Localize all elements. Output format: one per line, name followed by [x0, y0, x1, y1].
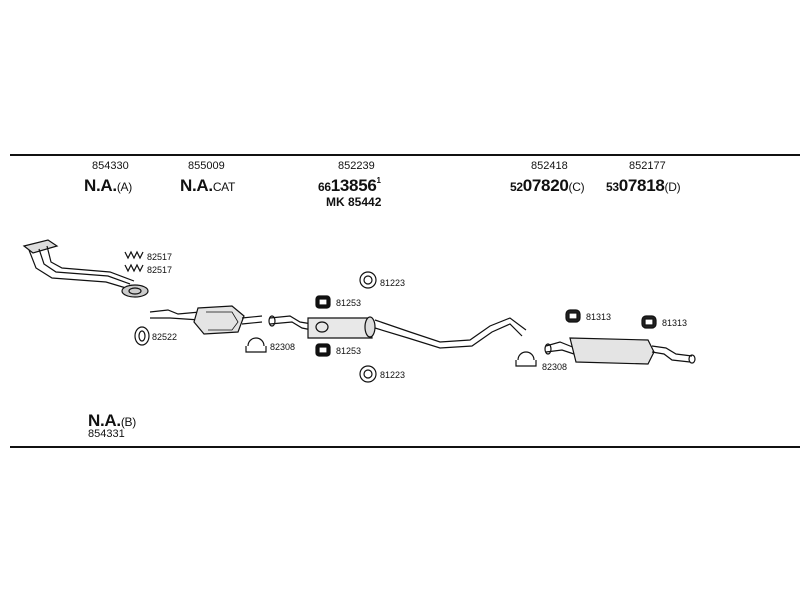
part-number-852177: 852177	[629, 160, 666, 172]
callout-81223-bottom: 81223	[380, 370, 405, 380]
part-number-852239: 852239	[338, 160, 375, 172]
part-number-854330: 854330	[92, 160, 129, 172]
callout-81313-a: 81313	[586, 312, 611, 322]
part-number-852418: 852418	[531, 160, 568, 172]
catalytic-converter-icon	[149, 305, 263, 335]
top-divider-line	[10, 154, 800, 156]
code-na-b: N.A.(B)	[88, 411, 136, 430]
callout-82308-rear: 82308	[542, 362, 567, 372]
rubber-ring-icon	[359, 271, 377, 289]
callout-81313-b: 81313	[662, 318, 687, 328]
mk-85442: MK 85442	[326, 195, 382, 209]
code-na-cat: N.A.CAT	[180, 176, 236, 195]
code-6613856: 66138561	[318, 176, 381, 195]
front-downpipe-icon	[22, 239, 149, 298]
clamp-bracket-icon	[124, 250, 144, 273]
rubber-hanger-icon	[565, 309, 657, 329]
u-clamp-icon	[245, 337, 267, 353]
callout-82517-a: 82517	[147, 252, 172, 262]
callout-81253-top: 81253	[336, 298, 361, 308]
code-na-a: N.A.(A)	[84, 176, 132, 195]
middle-silencer-icon	[268, 315, 527, 349]
rear-silencer-icon	[544, 337, 696, 365]
callout-81253-bottom: 81253	[336, 346, 361, 356]
u-clamp-rear-icon	[515, 351, 537, 367]
callout-82517-b: 82517	[147, 265, 172, 275]
part-number-854331: 854331	[88, 428, 125, 440]
code-5207820-c: 5207820(C)	[510, 176, 585, 195]
part-number-855009: 855009	[188, 160, 225, 172]
callout-81223-top: 81223	[380, 278, 405, 288]
callout-82522: 82522	[152, 332, 177, 342]
gasket-ring-icon	[134, 326, 150, 346]
rubber-mount-icon	[315, 295, 331, 357]
code-5307818-d: 5307818(D)	[606, 176, 681, 195]
callout-82308-mid: 82308	[270, 342, 295, 352]
bottom-divider-line	[10, 446, 800, 448]
